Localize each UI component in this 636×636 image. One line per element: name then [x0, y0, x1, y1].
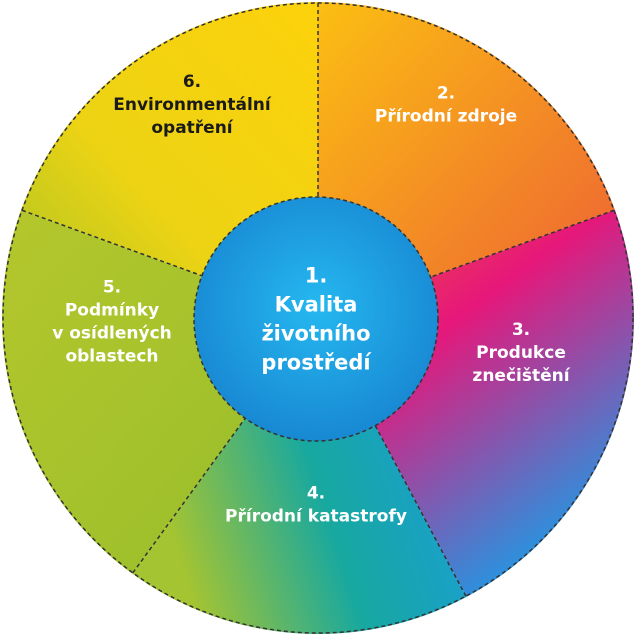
- label-seg-2-line: Přírodní zdroje: [375, 107, 517, 127]
- label-seg-3-line: Produkce: [476, 343, 566, 363]
- label-seg-4: 4. Přírodní katastrofy: [225, 484, 407, 527]
- divider-line-3: [374, 425, 468, 598]
- label-seg-3: 3. Produkce znečištění: [472, 320, 570, 386]
- label-seg-2: 2. Přírodní zdroje: [375, 84, 517, 127]
- label-seg-3-line: znečištění: [472, 366, 570, 386]
- label-seg-5-line: oblastech: [65, 347, 158, 367]
- labels-layer: 2. Přírodní zdroje 3. Produkce znečištění 4. P…: [52, 72, 570, 527]
- center-label-number: 1.: [305, 264, 328, 288]
- center-label-line: Kvalita: [275, 293, 358, 317]
- label-seg-5-line: v osídlených: [52, 324, 172, 344]
- label-seg-5-line: Podmínky: [65, 301, 159, 321]
- label-seg-3-number: 3.: [512, 320, 530, 340]
- divider-line-2: [432, 209, 616, 277]
- label-seg-4-line: Přírodní katastrofy: [225, 507, 407, 527]
- label-seg-6: 6. Environmentální opatření: [113, 72, 272, 138]
- center-label-line: prostředí: [261, 351, 372, 375]
- center-label-line: životního: [261, 322, 370, 346]
- label-seg-2-number: 2.: [437, 84, 455, 104]
- label-seg-6-line: opatření: [151, 118, 233, 138]
- center-circle: [193, 196, 439, 442]
- center-label: 1. Kvalita životního prostředí: [261, 264, 372, 375]
- divider-line-4: [131, 416, 247, 575]
- divider-line-5: [20, 209, 204, 277]
- label-seg-5: 5. Podmínky v osídlených oblastech: [52, 278, 172, 367]
- label-seg-6-number: 6.: [183, 72, 201, 92]
- label-seg-4-number: 4.: [307, 484, 325, 504]
- label-seg-5-number: 5.: [103, 278, 121, 298]
- segment-seg-4: [132, 318, 467, 634]
- label-seg-6-line: Environmentální: [113, 95, 272, 115]
